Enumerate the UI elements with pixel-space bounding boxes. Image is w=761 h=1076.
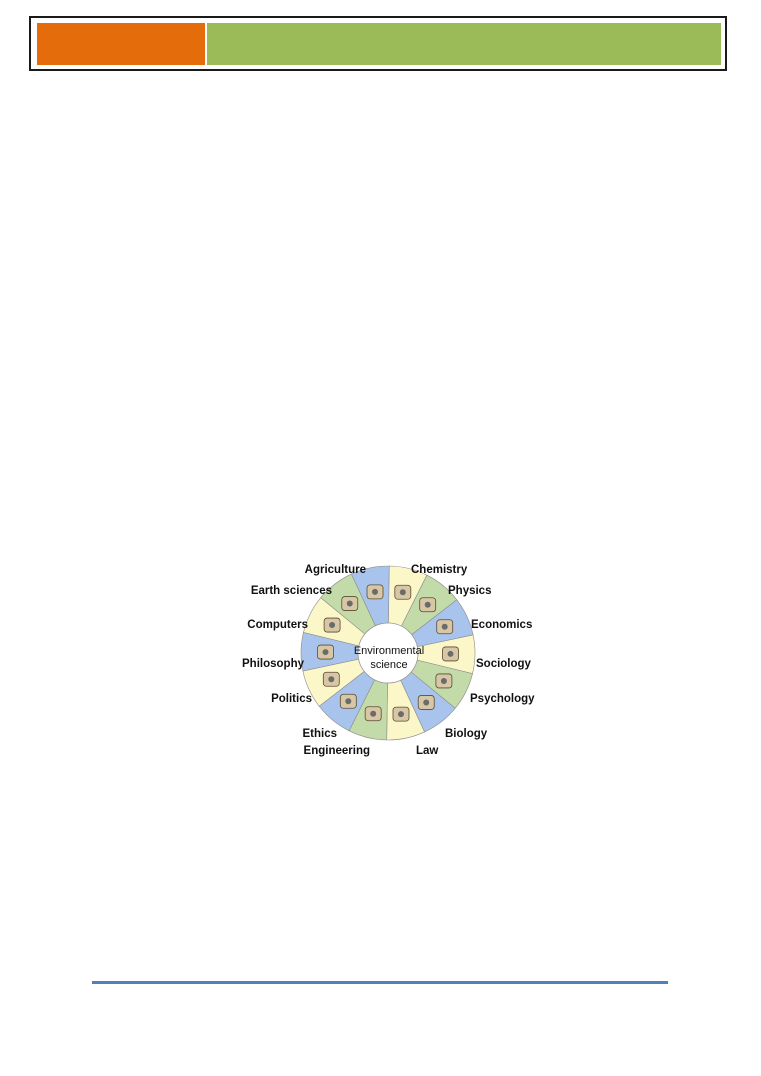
pickaxe-icon-detail (328, 676, 335, 683)
tractor-icon-detail (322, 649, 329, 656)
microscope-icon (436, 619, 454, 635)
lightbulb-icon-detail (346, 600, 353, 607)
book-icon-detail (370, 710, 377, 717)
header-accent-orange (37, 23, 205, 65)
label-economics: Economics (471, 619, 532, 631)
microscope-icon-detail (441, 623, 448, 630)
calculator-icon-detail (440, 677, 447, 684)
calculator-icon (435, 673, 453, 689)
head-icon (419, 597, 437, 613)
center-label-line-2: science (370, 659, 407, 671)
book-icon (364, 706, 382, 722)
lightbulb-icon (341, 596, 359, 611)
flask-icon (323, 617, 341, 633)
header-banner (29, 16, 727, 71)
pickaxe-icon (322, 671, 340, 687)
question-mark-icon-detail (423, 699, 430, 706)
gavel-icon (392, 706, 410, 722)
label-agriculture: Agriculture (305, 564, 366, 576)
label-law: Law (416, 745, 438, 757)
environmental-science-wheel-diagram: Environmental science Agriculture Chemist… (238, 558, 538, 758)
scales-icon (442, 646, 459, 662)
label-chemistry: Chemistry (411, 564, 468, 576)
center-circle (357, 622, 419, 684)
label-physics: Physics (448, 585, 491, 597)
question-mark-icon (417, 695, 435, 710)
label-earth-sciences: Earth sciences (251, 585, 332, 597)
label-biology: Biology (445, 728, 488, 740)
gavel-icon-detail (397, 711, 404, 718)
label-engineering: Engineering (304, 745, 370, 757)
tractor-icon (317, 644, 334, 660)
wheel-svg: Environmental science Agriculture Chemist… (242, 564, 535, 757)
computer-icon-detail (345, 698, 352, 705)
label-psychology: Psychology (470, 693, 535, 705)
label-philosophy: Philosophy (242, 658, 305, 670)
label-politics: Politics (271, 693, 312, 705)
label-ethics: Ethics (302, 728, 337, 740)
scales-icon-detail (447, 650, 454, 657)
header-accent-green (207, 23, 721, 65)
people-icon (394, 584, 412, 600)
center-label-line-1: Environmental (354, 645, 424, 657)
money-icon-detail (372, 588, 379, 595)
people-icon-detail (399, 589, 406, 596)
label-sociology: Sociology (476, 658, 532, 670)
money-icon (366, 584, 384, 600)
label-computers: Computers (247, 619, 308, 631)
computer-icon (339, 693, 357, 709)
head-icon-detail (424, 601, 431, 608)
footer-divider (92, 981, 668, 984)
flask-icon-detail (329, 622, 336, 629)
